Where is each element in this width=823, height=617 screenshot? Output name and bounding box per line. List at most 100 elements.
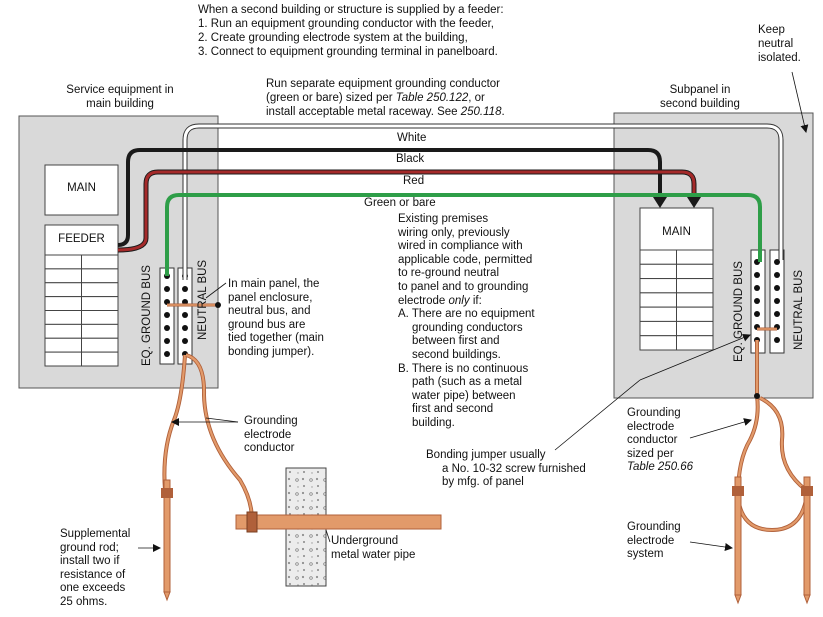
gec-right-table-ref: Table 250.66 [627, 461, 694, 474]
intro-title: When a second building or structure is s… [198, 4, 504, 16]
bus-terminal [182, 338, 188, 344]
leader-keep-neutral [791, 71, 809, 133]
branch-breaker [639, 335, 677, 351]
note-item-a-line: between first and [412, 335, 500, 348]
note-line: In main panel, the [228, 278, 320, 290]
note-item-b-line: building. [412, 417, 455, 429]
leader-gec-left-2 [205, 417, 239, 423]
note-line: install two if [60, 555, 120, 568]
bonding-jumper-line: a No. 10-32 screw furnished [442, 462, 586, 475]
branch-breaker [639, 320, 677, 337]
note-item-b-line: B. There is no continuous [398, 362, 529, 375]
note-line: Grounding [244, 415, 298, 427]
note-line: applicable code, permitted [398, 253, 533, 266]
branch-breaker [81, 337, 119, 353]
branch-breaker [676, 249, 714, 265]
branch-breaker [676, 292, 714, 308]
main-branch-breakers [44, 254, 119, 367]
egc-note-line2: (green or bare) sized per Table 250.122,… [266, 92, 485, 104]
bus-terminal [164, 325, 170, 331]
note-item-b-line: water pipe) between [412, 389, 516, 402]
green-wire [165, 193, 762, 276]
note-item-a-line: grounding conductors [412, 321, 523, 334]
subpanel-main-box [639, 207, 714, 251]
main-bonding-jumper [167, 302, 221, 308]
note-line: to re-ground neutral [398, 267, 500, 280]
bus-terminal [754, 272, 760, 278]
branch-breaker [81, 254, 119, 270]
bonding-jumper-line: by mfg. of panel [442, 476, 524, 489]
note-line-only-if: electrode only if: [398, 294, 482, 307]
branch-breaker [81, 282, 119, 298]
note-line: electrode [627, 534, 675, 547]
note-line: neutral bus, and [228, 305, 311, 318]
bus-terminal [754, 311, 760, 317]
subpanel-branch-breakers [639, 249, 714, 351]
note-item-b-line: first and second [412, 403, 494, 416]
water-pipe [235, 514, 442, 530]
bus-terminal [754, 298, 760, 304]
bus-terminal [754, 285, 760, 291]
green-wire-label: Green or bare [364, 197, 436, 209]
bus-terminal [164, 338, 170, 344]
leader-electrode-system [689, 541, 733, 551]
branch-breaker [639, 292, 677, 308]
note-line: metal water pipe [331, 548, 416, 561]
egc-note-line1: Run separate equipment grounding conduct… [266, 78, 500, 90]
note-line: conductor [627, 434, 678, 447]
note-line: panel enclosure, [228, 291, 313, 304]
keep-neutral-2: neutral [758, 38, 794, 50]
branch-breaker [676, 278, 714, 294]
branch-breaker [44, 254, 82, 270]
bus-terminal [774, 298, 780, 304]
subpanel-main-label: MAIN [662, 226, 691, 238]
main-building-caption-2: main building [86, 98, 154, 110]
electrode-rod-right [801, 476, 813, 605]
keep-neutral-1: Keep [758, 24, 785, 36]
keep-neutral-3: isolated. [758, 52, 801, 64]
feeder-label: FEEDER [58, 233, 105, 245]
branch-breaker [44, 268, 82, 284]
branch-breaker [81, 268, 119, 284]
bus-terminal [774, 259, 780, 265]
note-item-b-line: path (such as a metal [412, 376, 522, 389]
main-ground-bus-label: EQ. GROUND BUS [141, 265, 153, 366]
bus-terminal [774, 272, 780, 278]
note-line: ground rod; [60, 541, 119, 554]
branch-breaker [639, 263, 677, 280]
note-line: 25 ohms. [60, 596, 108, 608]
branch-breaker [639, 249, 677, 265]
note-item-a-line: A. There are no equipment [398, 308, 535, 321]
branch-breaker [44, 296, 82, 311]
note-line: Existing premises [398, 213, 489, 225]
right-gec-2 [759, 396, 808, 492]
egc-note-line3: install acceptable metal raceway. See 25… [266, 106, 505, 118]
note-line: electrode [627, 420, 675, 433]
note-line: Underground [331, 535, 399, 547]
note-item-a-line: second buildings. [412, 349, 501, 361]
leader-water-pipe [325, 529, 331, 543]
branch-breaker [81, 310, 119, 325]
branch-breaker [81, 296, 119, 311]
note-line: one exceeds [60, 582, 126, 595]
main-breaker-box [44, 164, 119, 216]
leader-main-panel-note [205, 282, 227, 299]
supplemental-ground-rod [161, 479, 173, 602]
branch-breaker [44, 310, 82, 325]
rod-interconnect [736, 497, 808, 533]
subpanel-caption-1: Subpanel in [669, 84, 731, 96]
branch-breaker [81, 351, 119, 367]
intro-step-2: 2. Create grounding electrode system at … [198, 32, 468, 44]
note-line: Grounding [627, 407, 681, 419]
branch-breaker [676, 320, 714, 337]
bus-terminal [774, 311, 780, 317]
note-line: ground bus are [228, 318, 306, 331]
branch-breaker [44, 337, 82, 353]
leader-bonding-jumper-2 [639, 333, 751, 381]
sub-neutral-bus-label: NEUTRAL BUS [793, 269, 805, 350]
branch-breaker [676, 263, 714, 280]
bus-terminal [182, 286, 188, 292]
branch-breaker [639, 278, 677, 294]
note-line: wiring only, previously [398, 226, 510, 239]
